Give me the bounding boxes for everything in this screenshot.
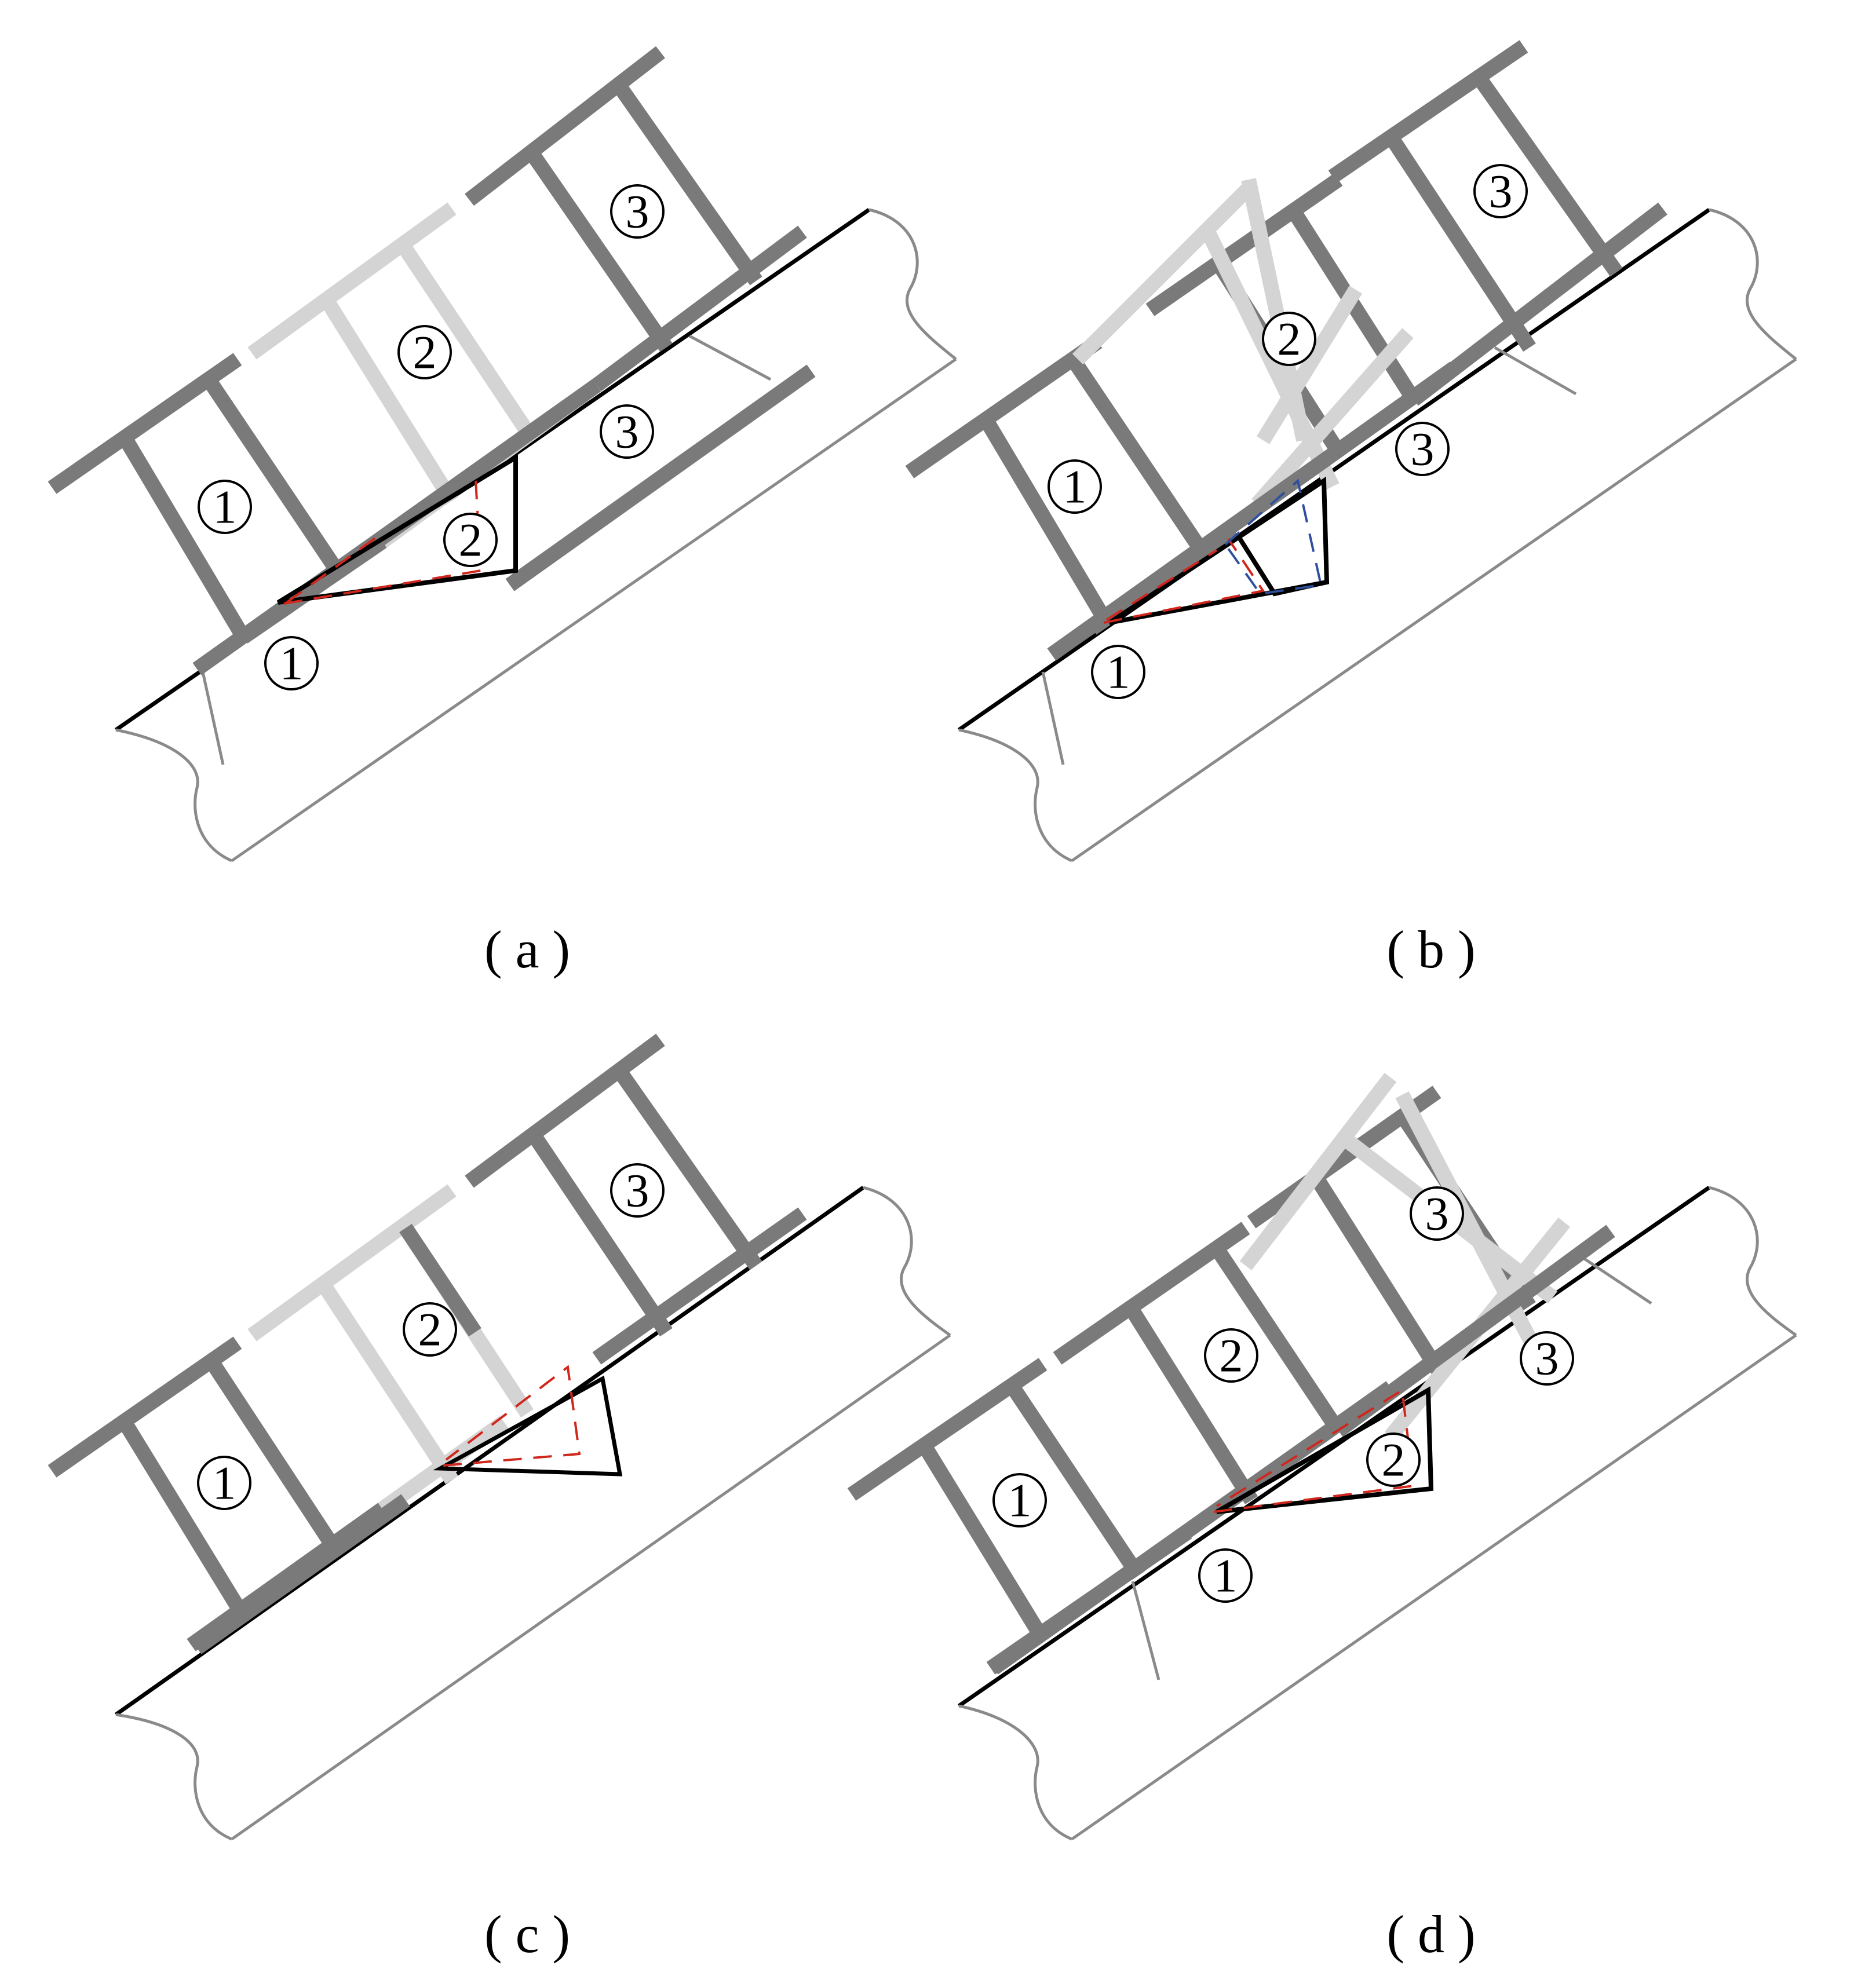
panel-d-label-2-upper: 2 <box>1204 1328 1258 1383</box>
svg-text:3: 3 <box>1425 1187 1449 1240</box>
panel-c-label-3: 3 <box>610 1163 665 1218</box>
panel-b-shifted-outline <box>1224 478 1323 595</box>
svg-text:2: 2 <box>1278 313 1301 366</box>
svg-text:2: 2 <box>459 514 483 567</box>
panel-b: 1 2 3 1 3 ( b ) <box>905 40 1797 979</box>
panel-a-lower-beam <box>505 364 816 591</box>
svg-text:3: 3 <box>1535 1332 1559 1385</box>
panel-b-wedge <box>1108 476 1330 625</box>
svg-text:1: 1 <box>280 637 304 690</box>
panel-d-label-2-lower: 2 <box>1366 1432 1421 1487</box>
panel-c-cut-outline <box>443 1365 581 1467</box>
svg-text:3: 3 <box>615 405 639 458</box>
panel-d-label-1-upper: 1 <box>992 1473 1047 1527</box>
panel-d-caption: ( d ) <box>1386 1905 1475 1964</box>
svg-text:2: 2 <box>1382 1434 1406 1486</box>
panel-d-segment-3 <box>1247 1086 1536 1377</box>
svg-text:3: 3 <box>626 1164 649 1217</box>
panel-a-slab <box>115 208 957 863</box>
panel-a-cut-outline <box>283 470 483 605</box>
svg-text:3: 3 <box>626 185 649 238</box>
panel-b-label-2-upper: 2 <box>1262 312 1316 366</box>
svg-text:2: 2 <box>413 326 437 379</box>
panel-a-base-beam <box>192 379 601 675</box>
panel-b-slab <box>958 208 1797 863</box>
panel-b-caption: ( b ) <box>1386 920 1475 979</box>
panel-a-label-3-upper: 3 <box>610 184 665 239</box>
panel-c-segment-3 <box>465 1033 807 1365</box>
svg-text:1: 1 <box>1107 646 1130 699</box>
svg-text:2: 2 <box>1220 1329 1243 1382</box>
panel-c-base-beam <box>192 1494 410 1654</box>
panel-b-label-3-upper: 3 <box>1473 164 1528 218</box>
panel-a-label-1-upper: 1 <box>198 480 252 534</box>
panel-a-segment-3 <box>465 46 807 392</box>
svg-text:1: 1 <box>213 481 237 533</box>
panel-b-cut-outline <box>1103 538 1265 624</box>
svg-text:2: 2 <box>418 1303 442 1356</box>
panel-c-wedge <box>433 1375 623 1477</box>
panel-a-label-1-lower: 1 <box>264 636 319 690</box>
panel-a-caption: ( a ) <box>484 920 570 979</box>
panel-d-wedge <box>1216 1386 1434 1514</box>
panel-a-label-3-lower: 3 <box>600 404 654 459</box>
svg-text:1: 1 <box>1063 461 1087 513</box>
panel-d-label-1-lower: 1 <box>1198 1548 1253 1603</box>
panel-d: 1 2 3 1 2 3 ( d ) <box>847 1073 1797 1964</box>
panel-b-base-beam <box>1047 361 1459 661</box>
panel-d-upper-beam <box>1334 1225 1615 1437</box>
panel-a-label-2-upper: 2 <box>397 325 452 379</box>
panel-d-label-3-lower: 3 <box>1520 1331 1574 1386</box>
panel-d-segment-2 <box>1053 1222 1345 1504</box>
panel-c: 1 2 3 ( c ) <box>48 1033 951 1964</box>
panel-a-label-2-lower: 2 <box>443 513 498 567</box>
panel-c-caption: ( c ) <box>484 1905 570 1964</box>
panel-a-wedge <box>276 453 518 605</box>
panel-a: 1 2 3 1 2 3 ( a ) <box>48 46 957 979</box>
panel-c-label-1: 1 <box>197 1456 251 1510</box>
panel-b-segment-3 <box>1328 40 1667 406</box>
svg-text:3: 3 <box>1489 165 1513 218</box>
svg-text:3: 3 <box>1411 423 1435 476</box>
panel-c-label-2: 2 <box>403 1302 457 1357</box>
panel-b-label-1-lower: 1 <box>1091 645 1145 699</box>
panel-d-base-beam <box>989 1381 1395 1675</box>
panel-c-slab <box>114 1186 951 1841</box>
svg-text:1: 1 <box>1214 1550 1238 1602</box>
panel-d-label-3-upper: 3 <box>1410 1186 1464 1241</box>
svg-text:1: 1 <box>213 1457 236 1510</box>
svg-text:1: 1 <box>1008 1474 1032 1527</box>
panel-b-label-3-lower: 3 <box>1395 422 1450 476</box>
panel-b-label-1-upper: 1 <box>1048 459 1102 514</box>
